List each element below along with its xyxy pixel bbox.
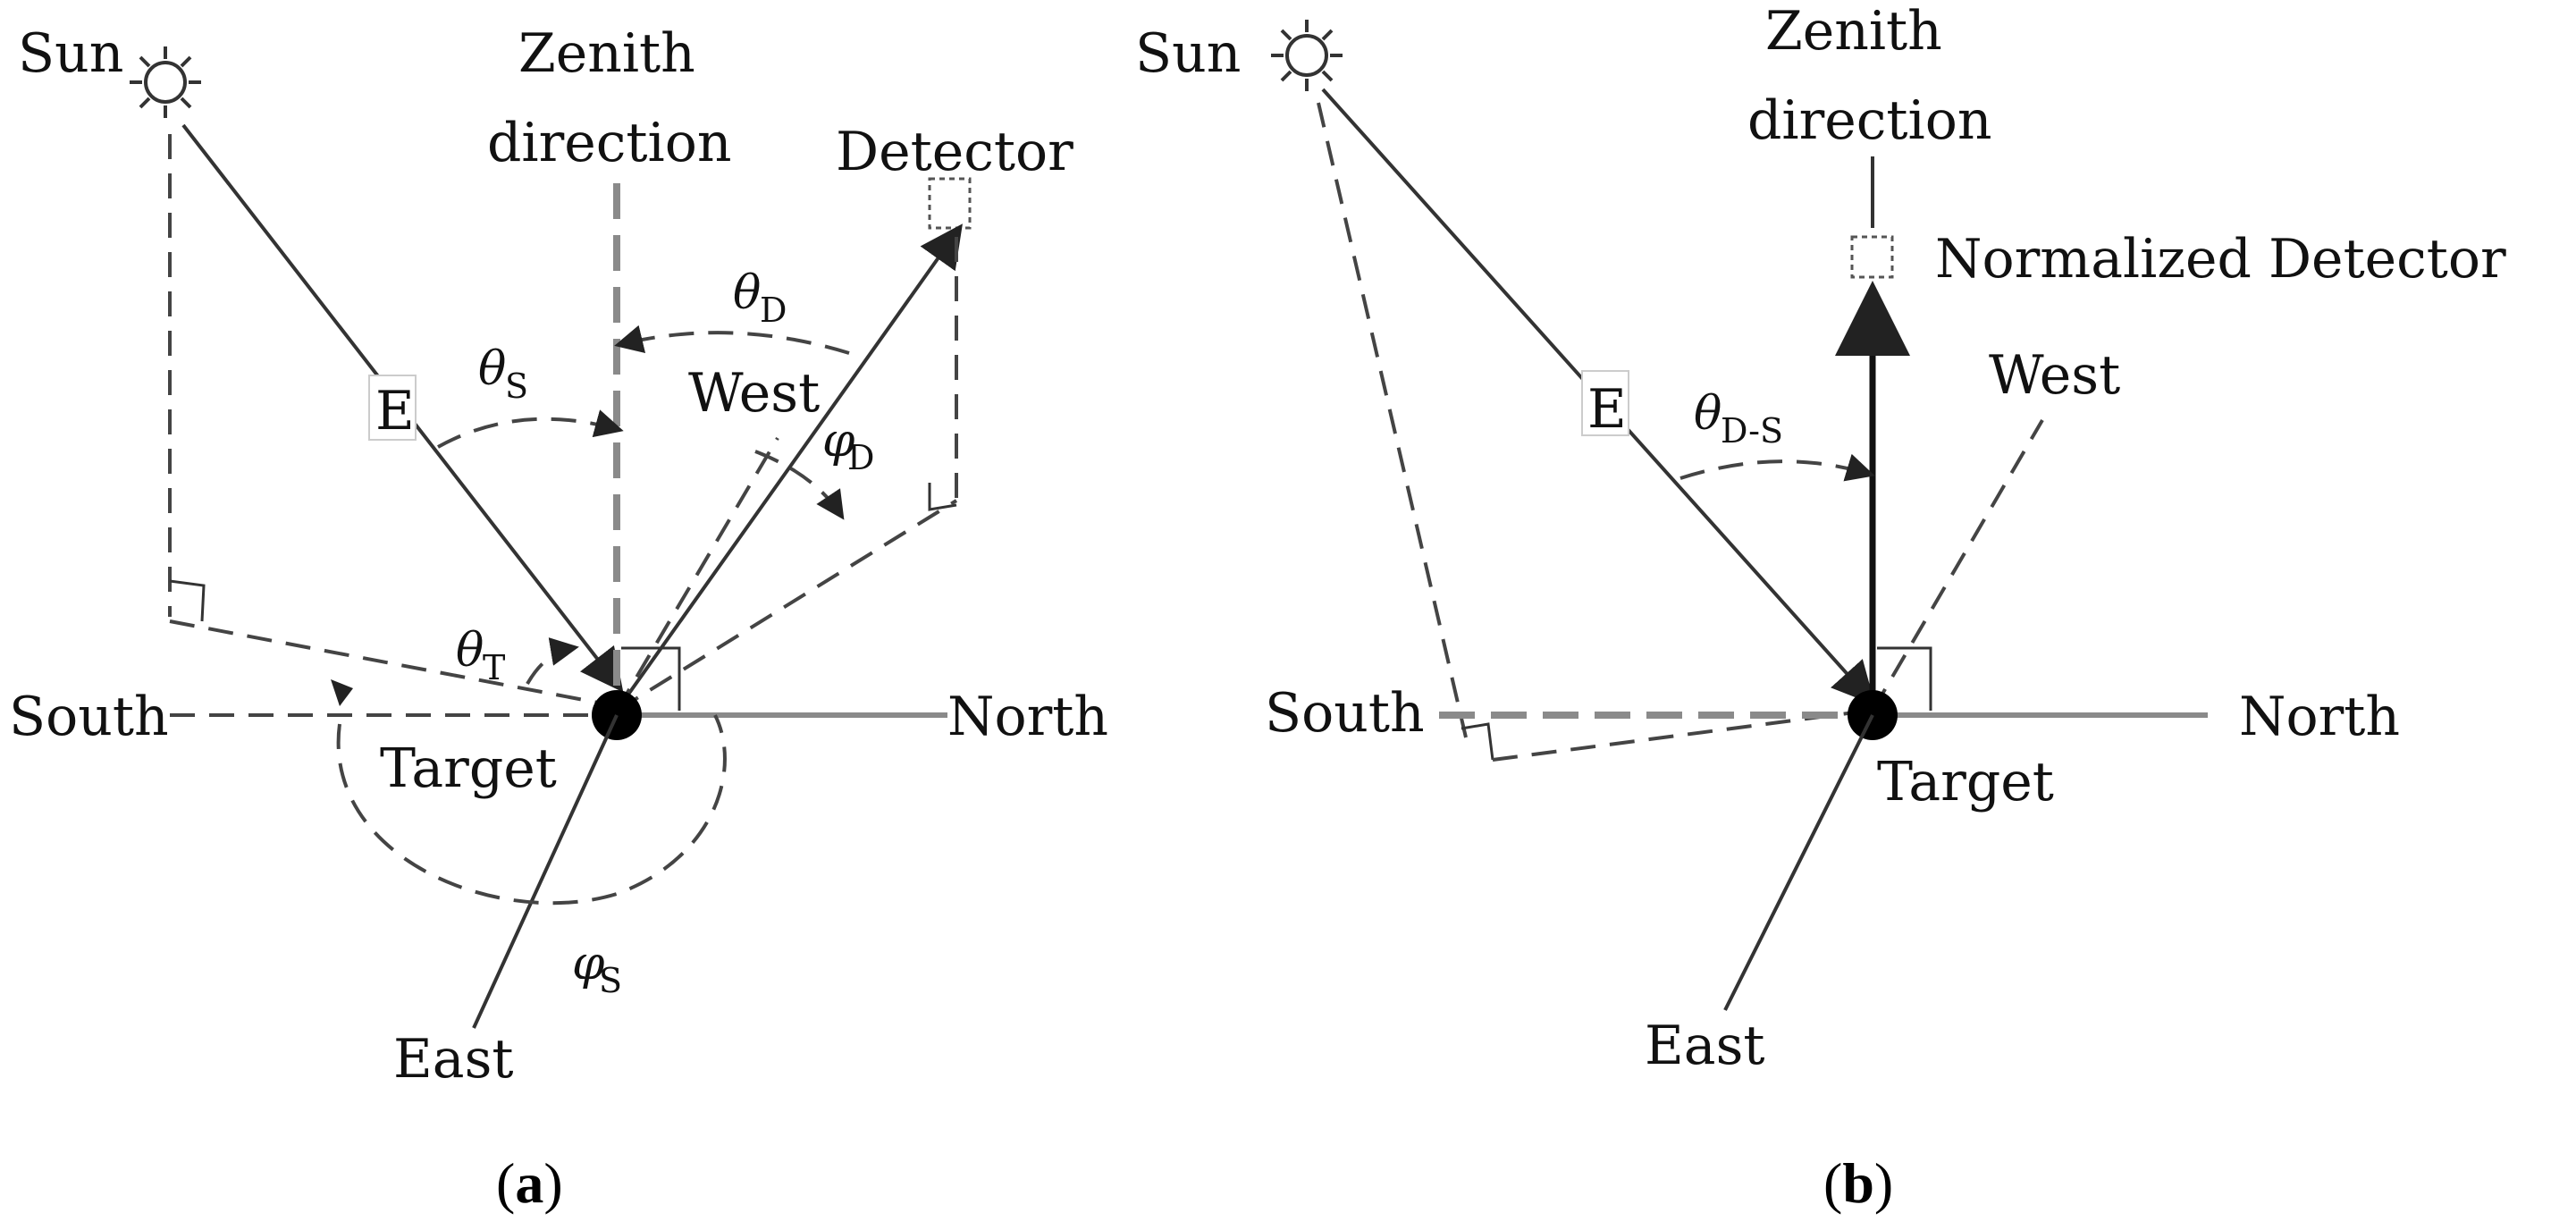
sun-icon xyxy=(130,46,201,118)
detector-projection-ground-line xyxy=(615,499,958,712)
theta-d-arc xyxy=(614,324,850,355)
east-axis-line xyxy=(472,714,619,1029)
phi-d-arc xyxy=(754,450,845,520)
theta-t-arc xyxy=(526,637,579,685)
caption-b: (b) xyxy=(1823,1151,1893,1215)
sun-projection-right-angle xyxy=(169,579,206,622)
phi-s-subscript: S xyxy=(599,961,622,1000)
west-axis-line xyxy=(1871,418,2044,712)
target-label: Target xyxy=(380,737,557,800)
west-label: West xyxy=(1989,344,2120,407)
east-label: East xyxy=(1645,1015,1764,1077)
normalized-detector-icon xyxy=(1850,235,1894,279)
theta-d-symbol: θ xyxy=(733,266,761,320)
sun-icon xyxy=(1271,20,1343,91)
target-label: Target xyxy=(1877,751,2054,813)
phi-d-subscript: D xyxy=(847,438,874,477)
sun-projection-line xyxy=(1317,102,1468,738)
theta-ds-symbol: θ xyxy=(1694,387,1722,441)
sun-label: Sun xyxy=(1135,22,1241,85)
normalized-detector-label: Normalized Detector xyxy=(1935,228,2506,291)
detector-ray-line xyxy=(615,223,963,712)
irradiance-label: E xyxy=(1587,378,1627,441)
phi-s-symbol: φ xyxy=(572,937,605,990)
theta-s-symbol: θ xyxy=(478,342,506,396)
target-right-angle xyxy=(621,646,681,711)
west-label: West xyxy=(688,362,820,425)
south-label: South xyxy=(1265,682,1425,745)
south-label: South xyxy=(9,686,169,748)
detector-label: Detector xyxy=(836,121,1073,183)
irradiance-box xyxy=(368,375,417,441)
panel-a: Sun E Zenith direction Detector West θ D xyxy=(9,22,1108,1215)
theta-t-subscript: T xyxy=(483,648,505,687)
sun-projection-ground-line xyxy=(169,619,618,708)
zenith-label-line1: Zenith xyxy=(518,22,695,85)
detector-icon xyxy=(928,177,972,230)
irradiance-label: E xyxy=(375,380,415,442)
theta-s-subscript: S xyxy=(505,366,528,406)
north-label: North xyxy=(2239,686,2400,748)
theta-ds-arc xyxy=(1679,453,1875,482)
detector-projection-right-angle xyxy=(928,483,957,511)
zenith-label-line2: direction xyxy=(1747,89,1991,152)
caption-a: (a) xyxy=(496,1151,563,1215)
target-right-angle xyxy=(1877,646,1932,711)
sun-label: Sun xyxy=(18,22,123,85)
sun-projection-right-angle xyxy=(1461,722,1494,761)
phi-d-symbol: φ xyxy=(822,414,855,468)
phi-s-arc xyxy=(336,714,727,906)
west-axis-line xyxy=(615,436,779,712)
theta-t-symbol: θ xyxy=(456,624,484,678)
north-label: North xyxy=(947,686,1108,748)
east-axis-line xyxy=(1723,714,1874,1011)
sun-projection-ground-line xyxy=(1492,709,1869,762)
east-label: East xyxy=(393,1028,513,1091)
panel-b: Sun E Zenith direction Normalized Detect… xyxy=(1135,0,2506,1215)
zenith-label-line2: direction xyxy=(487,112,731,174)
irradiance-box xyxy=(1581,370,1629,436)
phi-s-arrowhead xyxy=(331,679,353,706)
theta-d-subscript: D xyxy=(760,291,787,330)
theta-s-arc xyxy=(437,409,624,449)
zenith-label-line1: Zenith xyxy=(1765,0,1942,63)
theta-ds-subscript: D-S xyxy=(1721,411,1783,451)
